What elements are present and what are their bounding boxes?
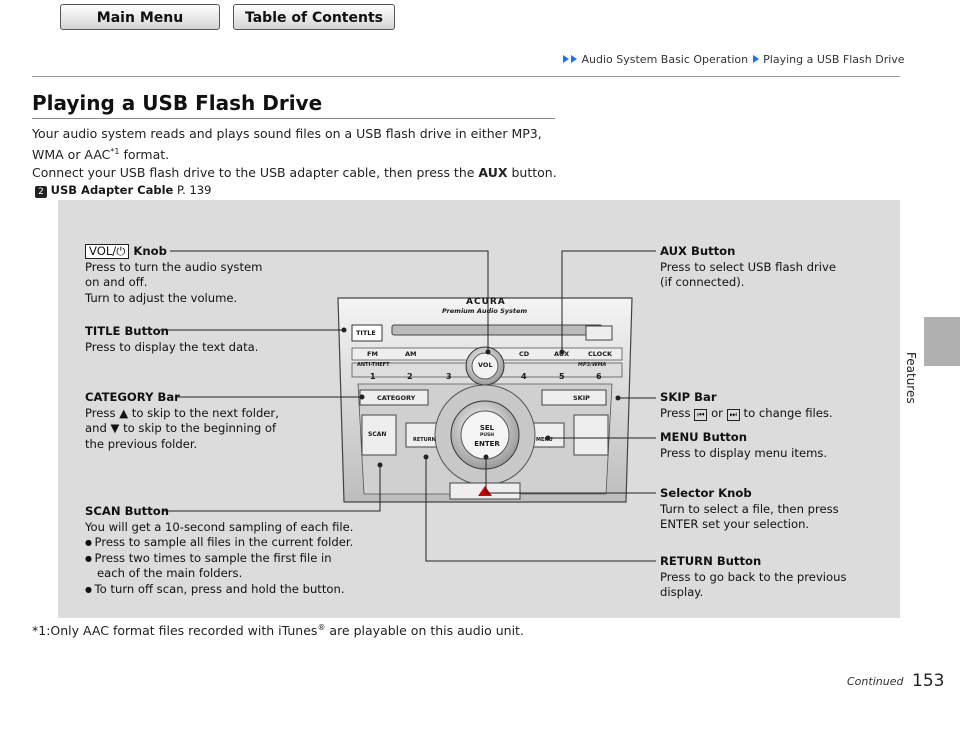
return-button[interactable]: RETURN (413, 437, 436, 443)
preset-6[interactable]: 6 (596, 372, 602, 381)
header-rule (32, 76, 900, 77)
category-bar[interactable]: CATEGORY (377, 394, 416, 402)
scan-button[interactable]: SCAN (368, 431, 387, 438)
skip-forward-icon: ⏭ (726, 408, 740, 421)
intro-line-2: WMA or AAC*1 format. (32, 147, 170, 163)
intro-line-3: Connect your USB flash drive to the USB … (32, 165, 557, 180)
am-key[interactable]: AM (405, 350, 417, 358)
reference-arrow-icon: 2 (35, 186, 47, 198)
preset-5[interactable]: 5 (559, 372, 565, 381)
unit-brand: ACURA (466, 297, 506, 307)
page-title: Playing a USB Flash Drive (32, 91, 323, 115)
vol-knob-label[interactable]: VOL (478, 361, 493, 369)
preset-3[interactable]: 3 (446, 372, 452, 381)
footnote: *1:Only AAC format files recorded with i… (32, 623, 524, 639)
page-number: 153 (912, 671, 945, 691)
audio-unit-illustration (337, 297, 633, 503)
vol-badge: VOL/⏻ (85, 244, 130, 259)
intro-line-1: Your audio system reads and plays sound … (32, 126, 542, 141)
cross-reference[interactable]: 2 USB Adapter Cable P. 139 (35, 183, 211, 198)
selector-knob[interactable]: SEL PUSH ENTER (474, 424, 500, 448)
breadcrumb-section[interactable]: Audio System Basic Operation (581, 53, 749, 66)
preset-2[interactable]: 2 (407, 372, 413, 381)
vol-knob-callout: VOL/⏻ Knob Press to turn the audio syste… (85, 244, 263, 305)
side-tab (924, 317, 960, 366)
breadcrumb-arrow-icon (563, 55, 569, 63)
breadcrumb: Audio System Basic Operation Playing a U… (562, 53, 905, 66)
fm-key[interactable]: FM (367, 350, 378, 358)
title-key[interactable]: TITLE (356, 329, 376, 337)
skip-bar-callout: SKIP Bar Press ⏮ or ⏭ to change files. (660, 390, 833, 421)
menu-button[interactable]: MENU (536, 437, 553, 443)
skip-back-icon: ⏮ (694, 408, 708, 421)
mp3-label: MP3/WMA (578, 362, 607, 368)
continued-label: Continued (847, 675, 904, 688)
cd-key[interactable]: CD (519, 350, 530, 358)
preset-1[interactable]: 1 (370, 372, 376, 381)
clock-key[interactable]: CLOCK (588, 350, 613, 358)
preset-4[interactable]: 4 (521, 372, 527, 381)
table-of-contents-button[interactable]: Table of Contents (233, 4, 395, 30)
anti-theft-label: ANTI-THEFT (357, 362, 390, 368)
title-underline (32, 118, 555, 119)
main-menu-button[interactable]: Main Menu (60, 4, 220, 30)
breadcrumb-page[interactable]: Playing a USB Flash Drive (763, 53, 905, 66)
breadcrumb-arrow-icon (752, 55, 759, 63)
skip-bar[interactable]: SKIP (573, 394, 590, 402)
breadcrumb-arrow-icon (571, 55, 577, 63)
unit-subtitle: Premium Audio System (442, 307, 528, 315)
